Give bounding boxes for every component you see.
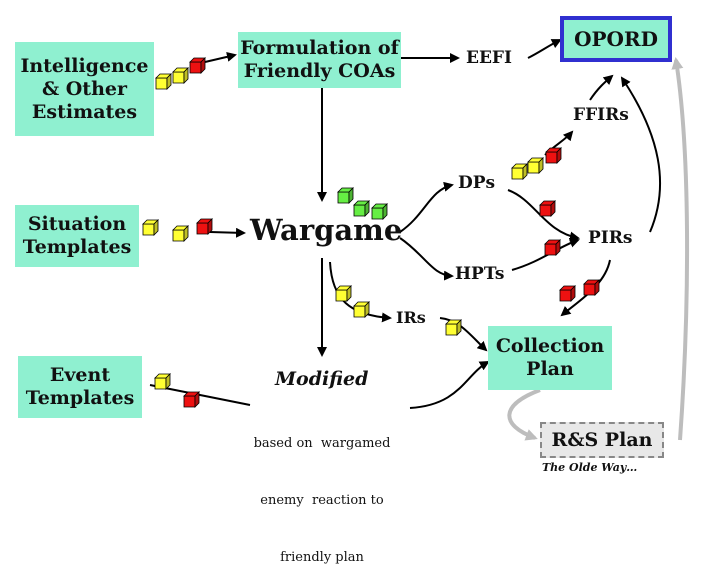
cube-icon xyxy=(189,57,206,74)
cube-icon xyxy=(559,285,576,302)
eefi-label: EEFI xyxy=(466,48,512,68)
situation-line-1: Situation xyxy=(27,213,127,235)
cube-icon xyxy=(353,301,370,318)
arrow-ffirs-to-opord xyxy=(589,74,614,101)
cube-icon xyxy=(172,67,189,84)
intel-line-1: Intelligence xyxy=(20,54,149,77)
event-line-2: Templates xyxy=(25,387,135,409)
situation-line-2: Templates xyxy=(22,236,132,258)
formulation-line-1: Formulation of xyxy=(240,37,399,59)
opord-label: OPORD xyxy=(574,26,658,51)
arrow-collection-to-rs xyxy=(507,388,541,441)
ffirs-label: FFIRs xyxy=(573,105,629,125)
arrow-intel-to-formulation xyxy=(204,51,237,63)
cube-icon xyxy=(335,285,352,302)
hpts-label: HPTs xyxy=(455,264,505,284)
irs-label: IRs xyxy=(396,308,426,327)
event-templates-box: Event Templates xyxy=(18,356,142,418)
wargame-process-diagram xyxy=(142,39,690,441)
intel-estimates-box: Intelligence & Other Estimates xyxy=(15,42,154,136)
arrow-situation-to-wargame xyxy=(209,227,246,238)
olde-way-label: The Olde Way… xyxy=(542,461,638,474)
collection-plan-box: Collection Plan xyxy=(488,326,612,390)
rs-plan-box: R&S Plan xyxy=(540,422,664,458)
cube-icon xyxy=(545,147,562,164)
cube-icon xyxy=(142,219,159,236)
cube-icon xyxy=(337,187,354,204)
collection-line-2: Plan xyxy=(526,358,574,380)
modified-label: Modified xyxy=(275,368,369,390)
cube-icon xyxy=(544,239,561,256)
cube-icon xyxy=(196,218,213,235)
arrow-wargame-to-dps xyxy=(399,181,454,233)
modified-note-line-1: based on wargamed xyxy=(253,436,391,451)
dps-label: DPs xyxy=(458,173,496,193)
cube-icon xyxy=(445,319,462,336)
cube-icon xyxy=(371,203,388,220)
cube-icon xyxy=(172,225,189,242)
arrow-pirs-to-opord xyxy=(620,76,662,233)
pirs-label: PIRs xyxy=(588,228,633,248)
cube-icon xyxy=(539,200,556,217)
cube-icon xyxy=(583,279,600,296)
wargame-label: Wargame xyxy=(250,213,403,247)
formulation-box: Formulation of Friendly COAs xyxy=(238,32,401,88)
situation-templates-box: Situation Templates xyxy=(15,205,139,267)
cube-icon xyxy=(154,373,171,390)
arrow-irs-to-collection xyxy=(439,317,488,352)
cube-icon xyxy=(353,200,370,217)
arrow-wargame-to-irs xyxy=(329,261,392,323)
cube-icon xyxy=(183,391,200,408)
arrow-eefi-to-opord xyxy=(527,39,562,59)
cube-icon xyxy=(527,157,544,174)
modified-note-line-3: friendly plan xyxy=(280,550,364,565)
old-way-arrows xyxy=(507,57,690,441)
modified-note: based on wargamed enemy reaction to frie… xyxy=(238,396,406,586)
cube-icon xyxy=(511,163,528,180)
cube-icon xyxy=(155,73,172,90)
collection-line-1: Collection xyxy=(495,335,605,357)
formulation-line-2: Friendly COAs xyxy=(243,60,396,82)
arrow-rs-to-opord xyxy=(671,57,690,441)
opord-box: OPORD xyxy=(560,16,672,62)
rs-plan-label: R&S Plan xyxy=(551,428,653,451)
arrow-modified-to-collection xyxy=(409,361,490,409)
event-line-1: Event xyxy=(49,364,111,386)
intel-line-2: & Other xyxy=(41,77,127,100)
intel-line-3: Estimates xyxy=(31,100,138,123)
arrow-wargame-to-hpts xyxy=(399,237,454,281)
modified-note-line-2: enemy reaction to xyxy=(260,493,384,508)
cube-markers xyxy=(142,57,600,408)
